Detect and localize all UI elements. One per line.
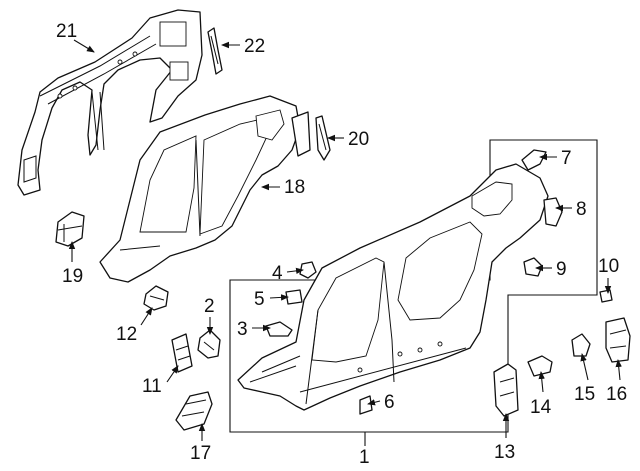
- part-21-roof-rail: [17, 9, 203, 196]
- callout-6: 6: [384, 392, 395, 413]
- callout-17: 17: [190, 443, 211, 464]
- part-13-panel: [493, 363, 519, 417]
- part-7-bracket: [521, 149, 547, 171]
- callout-16: 16: [606, 384, 627, 405]
- callout-12: 12: [116, 324, 137, 345]
- part-5-bracket: [285, 289, 303, 305]
- callout-15: 15: [574, 384, 595, 405]
- callout-13: 13: [494, 442, 515, 463]
- callout-8: 8: [576, 199, 587, 220]
- part-2-bracket: [197, 329, 221, 359]
- callout-11: 11: [142, 376, 162, 397]
- part-16-panel: [605, 317, 631, 363]
- part-12-bracket: [143, 285, 169, 311]
- callout-19: 19: [62, 266, 83, 287]
- callout-20: 20: [348, 129, 369, 150]
- part-6-bracket: [359, 395, 373, 415]
- callout-14: 14: [530, 397, 552, 418]
- callout-5: 5: [254, 289, 265, 310]
- part-19-bracket: [55, 211, 85, 247]
- callout-22: 22: [244, 36, 265, 57]
- callout-2: 2: [204, 296, 215, 317]
- part-3-bracket: [265, 321, 293, 337]
- part-20-bracket: [315, 115, 331, 161]
- callout-3: 3: [237, 319, 248, 340]
- part-8-bracket: [543, 197, 563, 227]
- callout-10: 10: [598, 256, 619, 277]
- part-18-inner-side-panel: [99, 95, 311, 283]
- callout-18: 18: [284, 177, 305, 198]
- part-22-reinforcement: [207, 27, 223, 75]
- part-1-outer-side-panel: [237, 163, 549, 411]
- part-10-clip: [599, 289, 613, 303]
- part-14-bracket: [527, 355, 553, 377]
- part-15-bracket: [571, 333, 591, 357]
- callout-9: 9: [556, 259, 567, 280]
- callout-labels: 21 22 20 18 19 12 2 11 17 3 4 5 6 1 7 8 …: [56, 21, 627, 468]
- callout-1: 1: [359, 447, 370, 468]
- leader-lines: [68, 39, 622, 446]
- callout-7: 7: [561, 148, 572, 169]
- part-9-bracket: [523, 257, 543, 277]
- callout-21: 21: [56, 21, 77, 42]
- part-17-bracket: [175, 391, 213, 431]
- part-11-panel: [171, 333, 193, 373]
- callout-4: 4: [272, 263, 283, 284]
